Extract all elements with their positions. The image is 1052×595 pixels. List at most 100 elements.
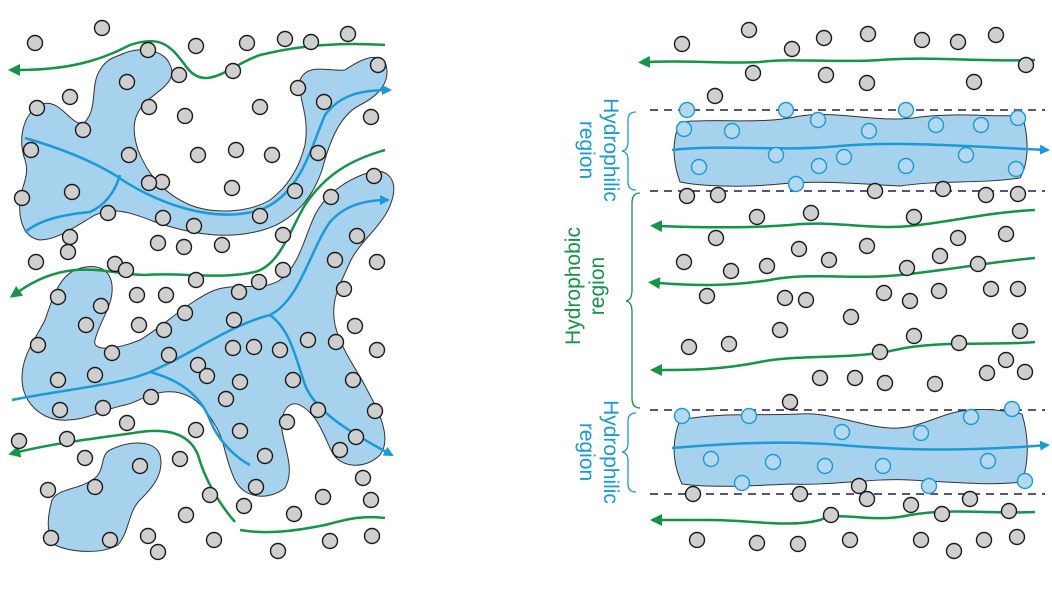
particle — [707, 229, 725, 247]
particle — [77, 316, 95, 334]
particle — [22, 141, 40, 159]
particle — [61, 88, 79, 106]
hydrophilic-flow-arrow — [671, 440, 1050, 451]
particle — [99, 204, 117, 222]
particle — [128, 286, 146, 304]
particle — [758, 257, 776, 275]
particle — [286, 182, 304, 200]
particle — [841, 531, 859, 549]
hydrophobic-flow-arrow — [239, 515, 386, 534]
particle — [866, 182, 884, 200]
particle — [820, 251, 838, 269]
particle — [189, 356, 207, 374]
hydrophobic-flow-arrow — [650, 208, 1036, 233]
particle — [61, 228, 79, 246]
region-label-hydrophilic-bottom: Hydrophilic — [599, 400, 622, 504]
region-label-hydrophilic-top-line2: region — [575, 121, 598, 179]
particle — [198, 367, 216, 385]
particle — [777, 101, 795, 119]
particle — [934, 180, 952, 198]
particle — [898, 259, 916, 277]
particle — [997, 225, 1015, 243]
particle — [1016, 472, 1034, 490]
particle — [289, 79, 307, 97]
particle — [59, 243, 77, 261]
particle — [223, 179, 241, 197]
particle — [675, 253, 693, 271]
particle — [733, 474, 751, 492]
particle — [817, 66, 835, 84]
particle — [744, 64, 762, 82]
particle — [740, 407, 758, 425]
particle — [28, 99, 46, 117]
particle — [263, 146, 281, 164]
hydrophobic-flow-arrow — [650, 510, 1036, 526]
hydrophilic-flow-arrow — [149, 370, 251, 467]
particle — [245, 338, 263, 356]
particle — [285, 505, 303, 523]
particle — [901, 292, 919, 310]
particle — [905, 327, 923, 345]
particle — [74, 121, 92, 139]
particle — [327, 333, 345, 351]
particle — [926, 375, 944, 393]
particle — [347, 428, 365, 446]
particle — [949, 229, 967, 247]
particle — [684, 485, 702, 503]
particle — [247, 478, 265, 496]
particle — [1016, 363, 1034, 381]
particle-group — [673, 21, 1035, 560]
particle — [363, 527, 381, 545]
particle — [92, 297, 110, 315]
particle — [139, 527, 157, 545]
particle — [331, 441, 349, 459]
particle — [789, 535, 807, 553]
particle — [118, 73, 136, 91]
particle — [154, 209, 172, 227]
particle — [776, 289, 794, 307]
particle — [274, 261, 292, 279]
particle — [213, 236, 231, 254]
particle — [49, 371, 67, 389]
particle — [224, 62, 242, 80]
particle — [930, 282, 948, 300]
particle — [902, 496, 920, 514]
particle — [949, 33, 967, 51]
hydrophobic-flow-arrow — [638, 55, 1036, 68]
particle — [299, 331, 317, 349]
particle — [690, 158, 708, 176]
particle — [63, 183, 81, 201]
particle — [787, 175, 805, 193]
particle — [365, 167, 383, 185]
particle — [688, 531, 706, 549]
particle — [140, 174, 158, 192]
particle — [858, 237, 876, 255]
particle — [771, 321, 789, 339]
particle — [1008, 528, 1026, 546]
particle — [969, 255, 987, 273]
particle — [117, 261, 135, 279]
particle — [149, 234, 167, 252]
particle — [809, 111, 827, 129]
particle — [118, 414, 136, 432]
particle — [251, 207, 269, 225]
particle — [740, 21, 758, 39]
particle — [366, 402, 384, 420]
region-brace — [621, 111, 637, 191]
particle — [176, 304, 194, 322]
particle — [302, 33, 320, 51]
particle — [678, 101, 696, 119]
particle — [120, 146, 138, 164]
particle — [354, 469, 372, 487]
particle — [871, 343, 889, 361]
particle — [897, 101, 915, 119]
particle — [225, 311, 243, 329]
particle — [950, 334, 968, 352]
particle — [224, 339, 242, 357]
particle — [702, 450, 720, 468]
particle — [94, 399, 112, 417]
particle — [927, 116, 945, 134]
particle — [913, 31, 931, 49]
particle — [783, 40, 801, 58]
